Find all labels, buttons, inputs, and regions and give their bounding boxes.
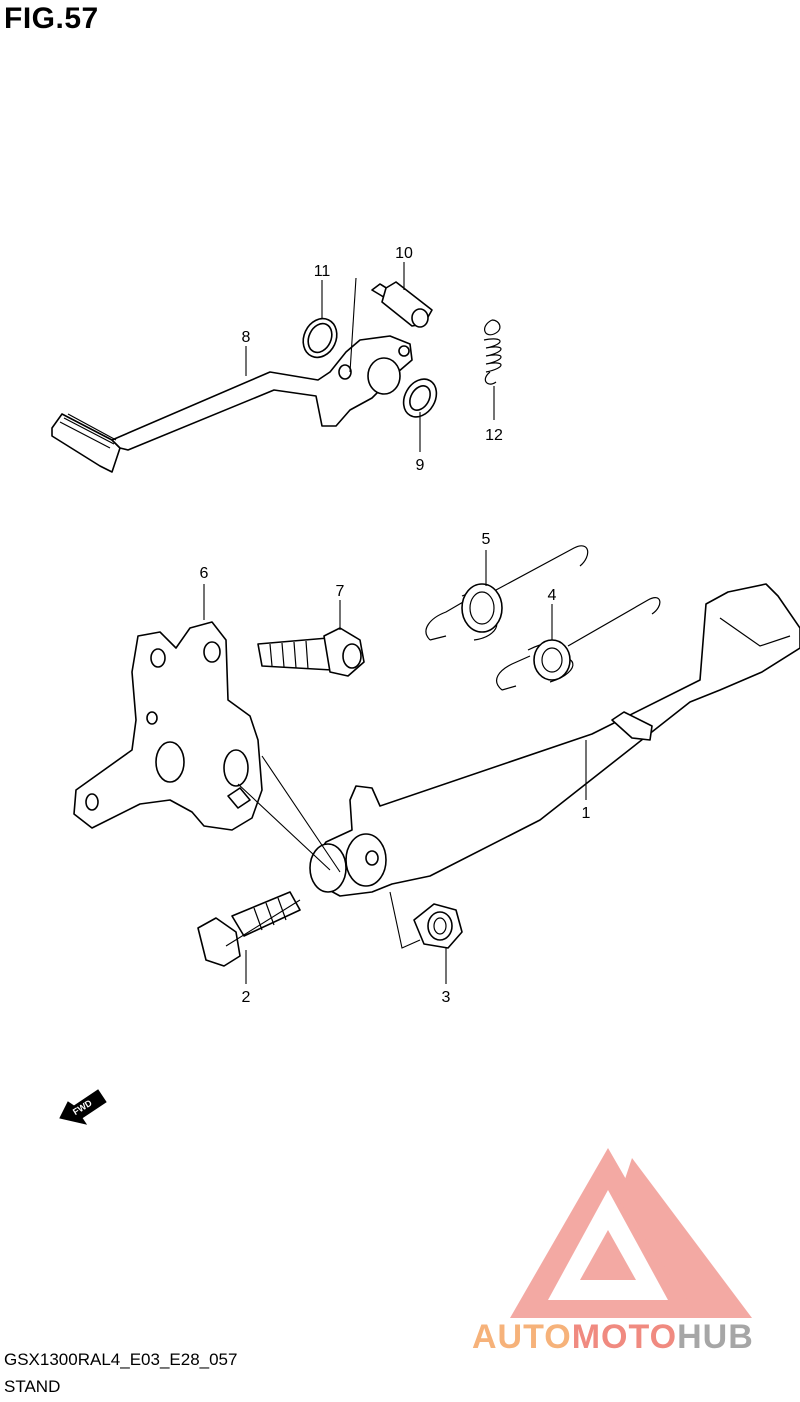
- brand-auto: AUTO: [472, 1318, 572, 1356]
- pedal-spring-part: [483, 319, 502, 385]
- callout-7: 7: [336, 583, 345, 600]
- brand-moto: MOTO: [571, 1318, 678, 1356]
- section-name: STAND: [4, 1377, 61, 1396]
- watermark-logo: [510, 1148, 752, 1318]
- brake-pedal-part: [51, 335, 413, 473]
- washer-part: [402, 378, 438, 418]
- callout-5: 5: [482, 531, 491, 548]
- callout-6: 6: [200, 565, 209, 582]
- callout-1: 1: [582, 805, 591, 822]
- watermark-brand-text: AUTOMOTOHUB: [472, 1318, 754, 1357]
- callout-9: 9: [416, 457, 425, 474]
- callout-leaders: [203, 262, 587, 984]
- assembly-guide-lines: [225, 277, 421, 949]
- callout-3: 3: [442, 989, 451, 1006]
- forward-direction-arrow: FWD: [59, 1089, 107, 1125]
- model-code: GSX1300RAL4_E03_E28_057: [4, 1350, 238, 1369]
- callout-11: 11: [314, 263, 331, 280]
- snap-ring-part: [302, 317, 338, 359]
- callout-2: 2: [242, 989, 251, 1006]
- callout-12: 12: [485, 427, 503, 444]
- stand-bolt-part: [197, 891, 301, 967]
- stand-nut-part: [413, 903, 463, 949]
- inner-spring-part: [496, 597, 661, 691]
- side-stand-part: [309, 583, 800, 897]
- callout-10: 10: [395, 245, 413, 262]
- pin-part: [371, 281, 433, 328]
- outer-spring-part: [425, 545, 589, 641]
- bracket-bolt-part: [257, 627, 365, 677]
- figure-title: FIG.57: [4, 2, 99, 35]
- callout-4: 4: [548, 587, 557, 604]
- brand-hub: HUB: [677, 1318, 754, 1356]
- stand-bracket-part: [73, 621, 263, 831]
- callout-8: 8: [242, 329, 251, 346]
